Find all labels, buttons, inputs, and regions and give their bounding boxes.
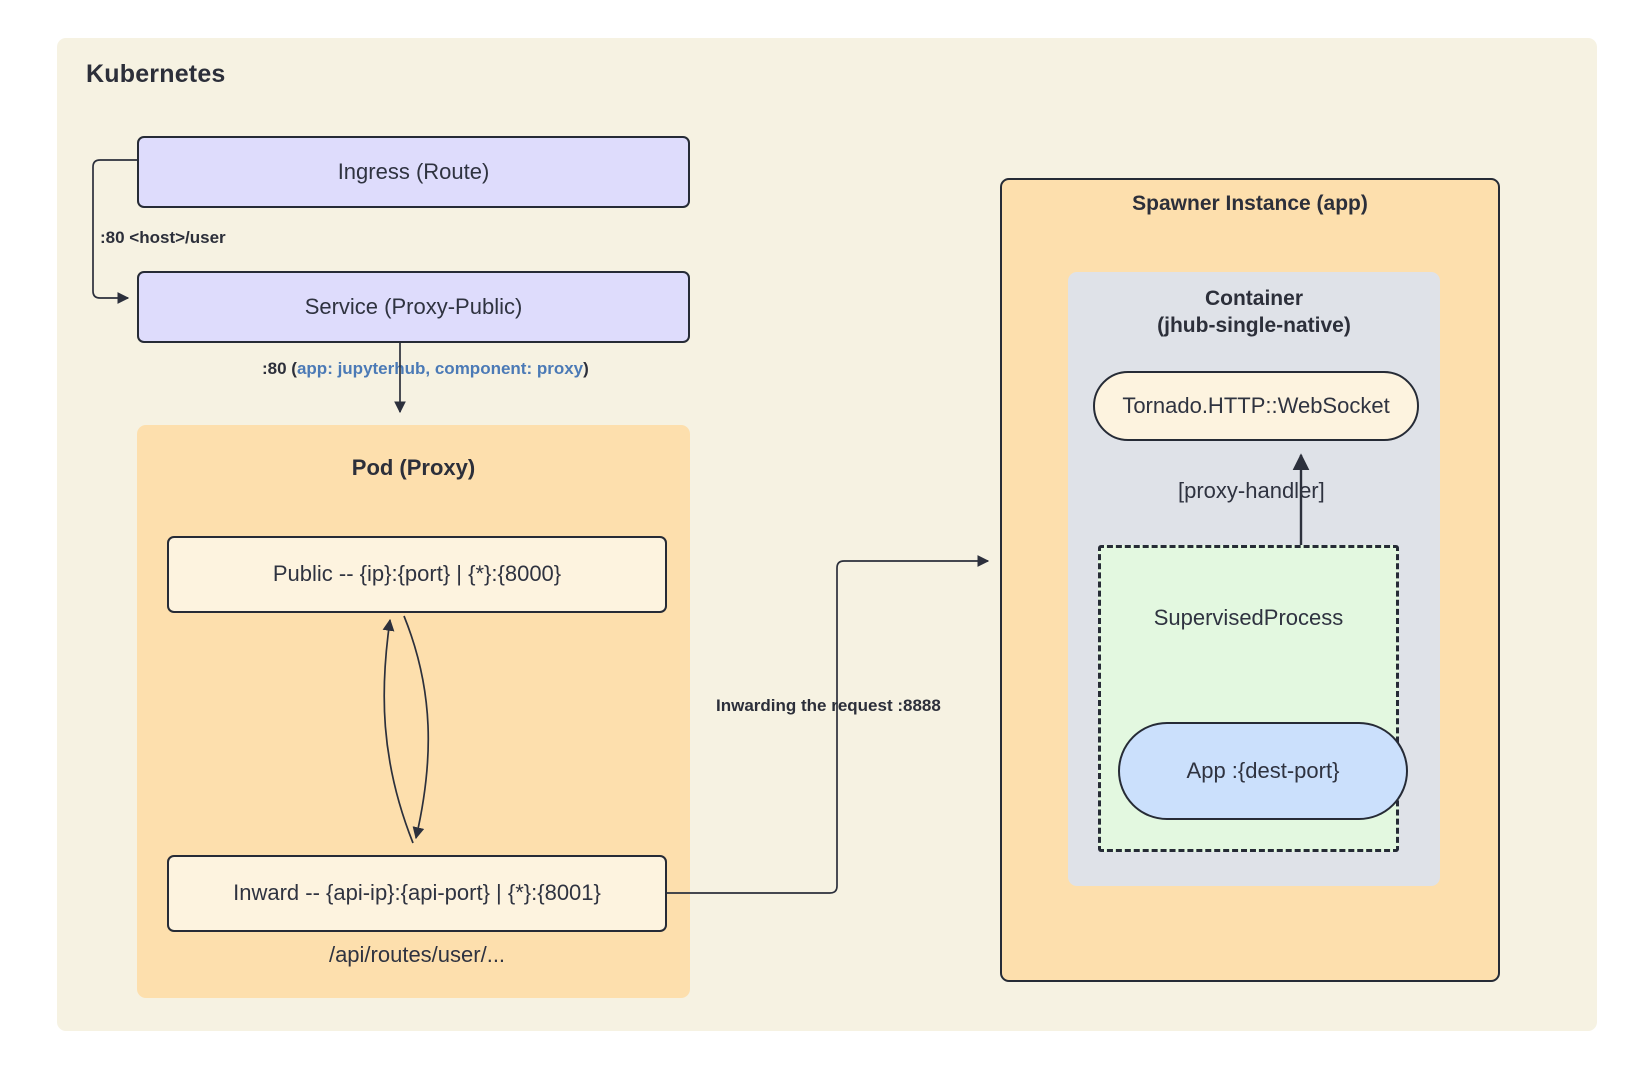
edge-label-proxy-handler: [proxy-handler] <box>1178 478 1325 503</box>
edge-label-inwarding-request: Inwarding the request :8888 <box>716 696 941 715</box>
node-service-proxy-public[interactable]: Service (Proxy-Public) <box>137 271 690 343</box>
container-title: Container (jhub-single-native) <box>1068 286 1440 340</box>
edge-label-host-user: :80 <host>/user <box>100 228 226 247</box>
node-tornado-websocket[interactable]: Tornado.HTTP::WebSocket <box>1093 371 1419 441</box>
edge-label-selector: app: jupyterhub, component: proxy <box>296 359 584 378</box>
spawner-instance-title: Spawner Instance (app) <box>1132 192 1368 215</box>
edge-label-service-port: :80 (app: jupyterhub, component: proxy) <box>262 359 589 379</box>
edge-label-port-suffix: ) <box>583 359 589 378</box>
container-title-line-1: Container <box>1204 287 1303 310</box>
edge-label-port-prefix: :80 ( <box>262 359 297 378</box>
node-public-endpoint[interactable]: Public -- {ip}:{port} | {*}:{8000} <box>167 536 667 613</box>
api-routes-label: /api/routes/user/... <box>328 942 506 967</box>
node-ingress-route[interactable]: Ingress (Route) <box>137 136 690 208</box>
node-inward-endpoint[interactable]: Inward -- {api-ip}:{api-port} | {*}:{800… <box>167 855 667 932</box>
pod-proxy-title: Pod (Proxy) <box>351 455 476 480</box>
container-title-line-2: (jhub-single-native) <box>1157 313 1351 337</box>
supervised-process-label: SupervisedProcess <box>1153 605 1344 630</box>
node-app-dest-port[interactable]: App :{dest-port} <box>1118 722 1408 820</box>
kubernetes-title: Kubernetes <box>86 60 226 88</box>
